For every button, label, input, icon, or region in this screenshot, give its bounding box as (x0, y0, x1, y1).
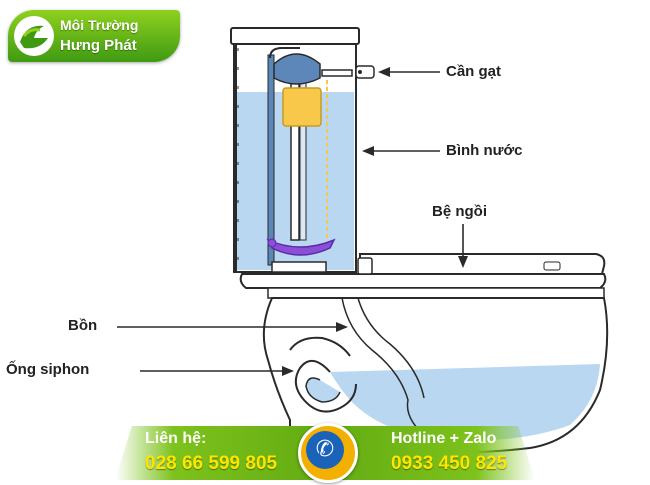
bowl (262, 297, 609, 454)
label-bowl: Bồn (68, 317, 98, 334)
contact-banner: Liên hệ: 028 66 599 805 ✆ Hotline + Zalo… (115, 420, 535, 483)
bowl-water (330, 364, 600, 441)
phone-button[interactable]: ✆ (298, 423, 358, 483)
brand-mark-icon (14, 16, 54, 56)
arrow-lever (378, 67, 440, 77)
flush-valve-neck (271, 261, 327, 273)
refill-tube (269, 47, 300, 59)
label-siphon: Ống siphon (6, 361, 90, 378)
flapper-hinge (267, 238, 277, 248)
siphon-trapway (294, 360, 357, 413)
contact-number[interactable]: 028 66 599 805 (145, 453, 278, 474)
tank (230, 27, 360, 273)
label-lever: Cần gạt (446, 63, 502, 80)
float-ball (282, 87, 322, 127)
seat-lid (359, 253, 606, 275)
brand-name-line1: Môi Trường (60, 17, 139, 33)
arrow-tank (362, 146, 440, 156)
flush-lever (355, 65, 375, 79)
label-tank: Bình nước (446, 142, 523, 159)
seat-hinge (357, 257, 373, 275)
seat-bumper (543, 261, 561, 271)
lever-handle (355, 65, 375, 79)
hotline-label: Hotline + Zalo (391, 430, 497, 447)
arrow-seat (458, 224, 468, 268)
seat (239, 253, 607, 299)
siphon-trapway-inner (305, 377, 341, 403)
rim-edge (267, 287, 605, 299)
arrow-bowl (117, 322, 348, 332)
bowl-inner-wall-2 (357, 297, 425, 399)
flapper (266, 238, 336, 256)
siphon-outlet (289, 336, 351, 357)
seat-ring (239, 273, 607, 289)
phone-icon: ✆ (306, 431, 344, 469)
bowl-inner-wall (341, 297, 431, 441)
brand-logo: Môi Trường Hưng Phát (8, 10, 180, 62)
brand-name-line2: Hưng Phát (60, 37, 137, 54)
contact-label: Liên hệ: (145, 430, 207, 447)
lever-arm (321, 69, 353, 77)
arrow-siphon (140, 366, 294, 376)
label-seat: Bệ ngồi (432, 203, 487, 220)
lever-screw (358, 70, 362, 74)
fill-valve-head (273, 53, 321, 85)
hotline-number[interactable]: 0933 450 825 (391, 453, 508, 474)
fill-valve-pipe (267, 54, 275, 266)
tank-lid (230, 27, 360, 45)
pointer-arrows (117, 67, 468, 376)
